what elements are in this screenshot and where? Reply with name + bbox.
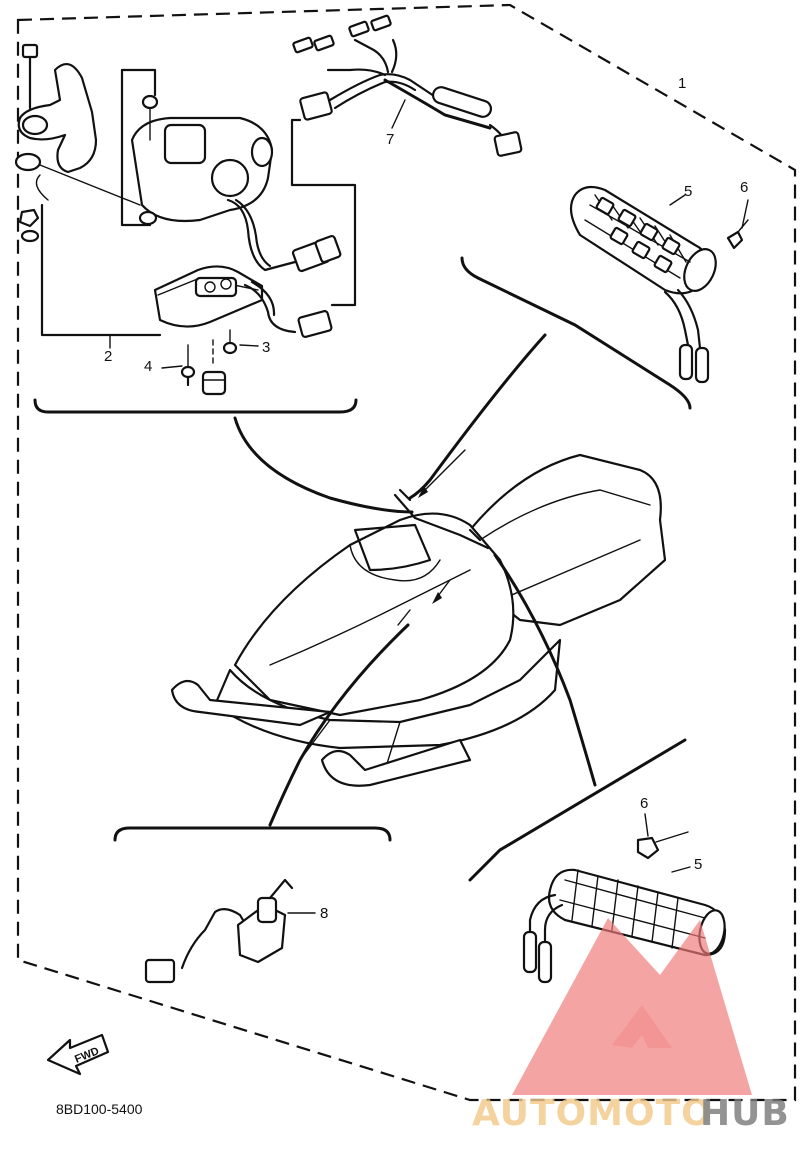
snowmobile-outline <box>170 449 667 827</box>
connector-icon <box>292 36 314 54</box>
connector-icon <box>144 958 176 984</box>
connector-icon <box>299 91 333 121</box>
callout-4: 4 <box>144 358 152 375</box>
switch-box-group <box>14 43 414 514</box>
screw-icon <box>180 344 196 387</box>
grip-warmer-right <box>468 738 727 984</box>
callout-7: 7 <box>386 131 394 148</box>
wire-harness <box>290 14 523 307</box>
callout-6-top: 6 <box>740 179 748 196</box>
assembly-boundary <box>16 3 797 1102</box>
connector-icon <box>493 131 523 157</box>
fwd-arrow-icon: FWD <box>46 1033 110 1076</box>
diagram-code: 8BD100-5400 <box>56 1101 143 1117</box>
screw-icon <box>222 329 238 355</box>
callout-5-top: 5 <box>684 183 692 200</box>
connector-icon <box>297 310 333 338</box>
callout-2: 2 <box>104 348 112 365</box>
handlebar-switch-group <box>113 826 392 984</box>
washer-icon <box>20 229 40 243</box>
mounting-bracket <box>17 63 98 174</box>
callout-1: 1 <box>678 75 686 92</box>
nut-icon <box>18 208 40 228</box>
callout-3: 3 <box>262 339 270 356</box>
bolt-icon <box>21 43 39 110</box>
connector-icon <box>348 20 370 38</box>
callout-8: 8 <box>320 905 328 922</box>
connector-icon <box>370 14 392 32</box>
callout-5-bottom: 5 <box>694 856 702 873</box>
screw-icon <box>726 230 744 250</box>
watermark-logo: AUTOMOTO HUB <box>472 918 790 1134</box>
callout-6-bottom: 6 <box>640 795 648 812</box>
watermark-text-part1: AUTOMOTO <box>472 1093 713 1134</box>
watermark-text-part2: HUB <box>700 1093 790 1134</box>
grip-warmer-left <box>408 185 749 500</box>
connector-icon <box>313 34 335 52</box>
screw-icon <box>636 836 660 860</box>
